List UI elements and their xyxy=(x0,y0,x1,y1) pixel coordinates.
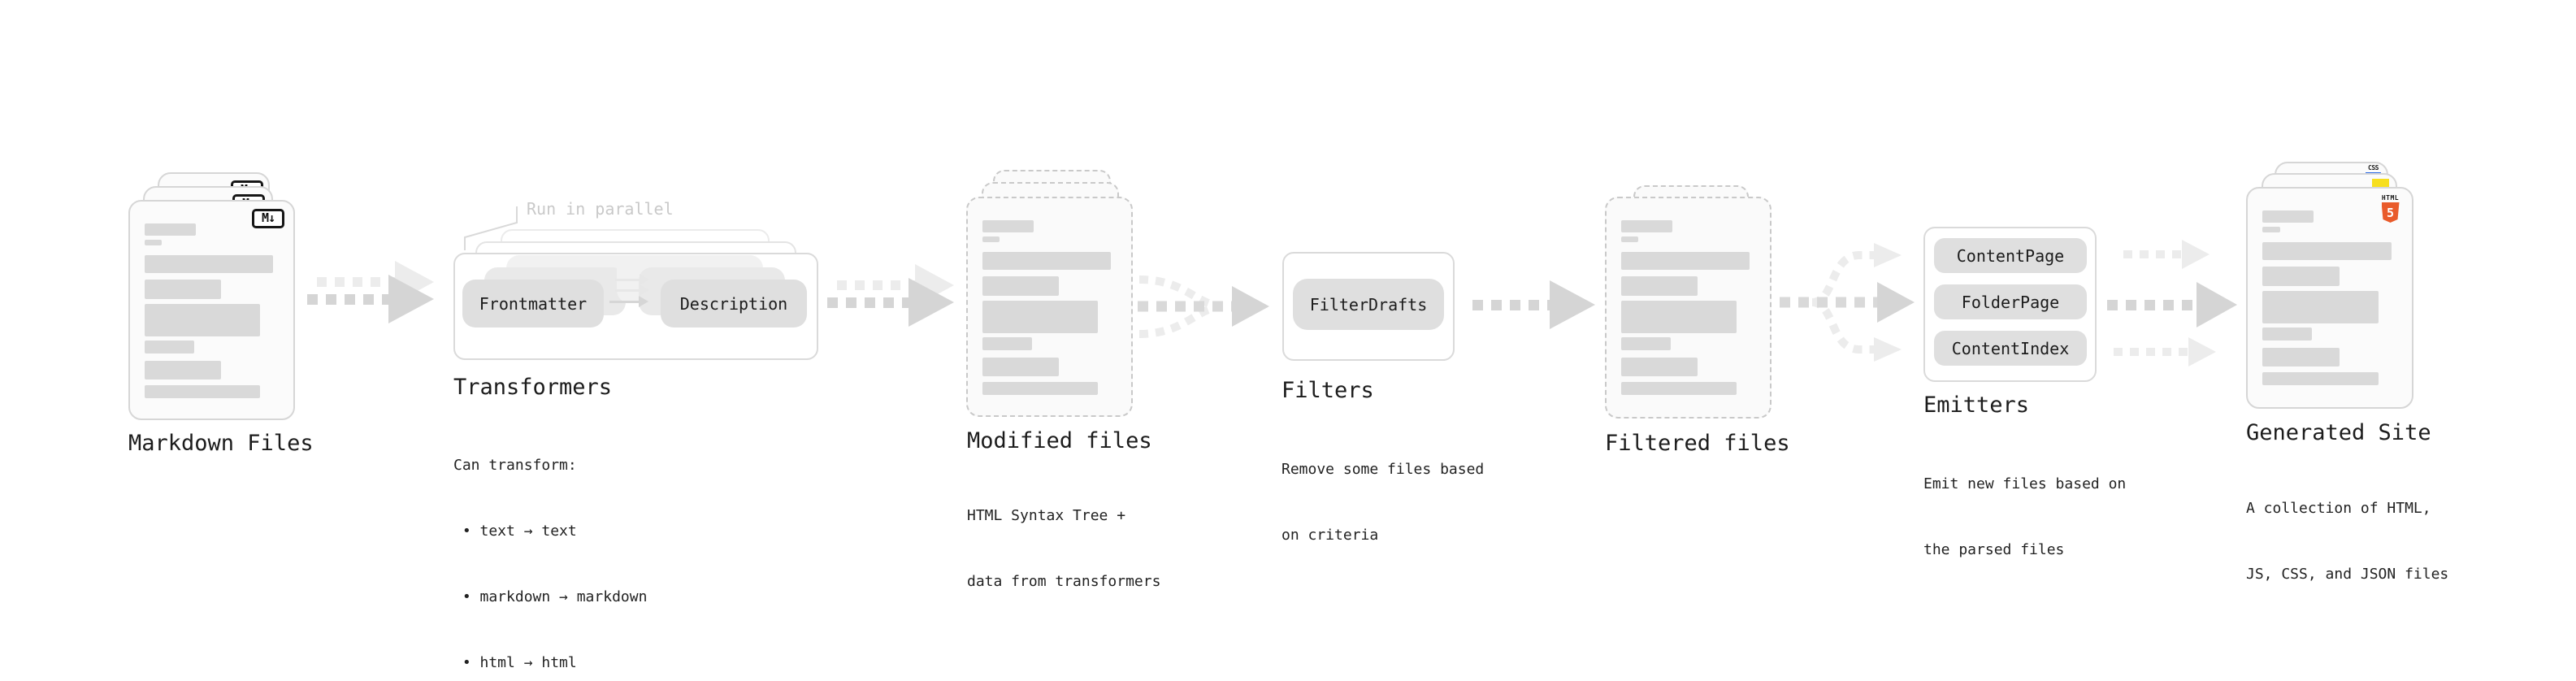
arrow-filtered-to-emitters-fan-out xyxy=(1780,243,1915,362)
modified-file-tab-middle xyxy=(982,182,1119,198)
modified-file-card-front xyxy=(966,197,1133,417)
file-content-bars xyxy=(2262,210,2397,385)
html5-icon: HTML 5 xyxy=(2381,194,2400,223)
transformers-description: Can transform: • text → text • markdown … xyxy=(453,457,648,671)
stage-label-modified-files: Modified files xyxy=(967,428,1152,453)
file-content-bars xyxy=(1621,220,1755,395)
stage-label-filters: Filters xyxy=(1281,378,1374,403)
mini-arrow-icon xyxy=(615,273,649,286)
annotation-connector-line xyxy=(464,206,518,250)
stage-label-emitters: Emitters xyxy=(1923,393,2030,418)
dashed-arrow-icon xyxy=(2123,240,2210,269)
dashed-arrow-icon xyxy=(827,278,954,327)
javascript-icon xyxy=(2372,179,2389,188)
stage-label-filtered-files: Filtered files xyxy=(1605,431,1790,456)
file-content-bars xyxy=(145,223,279,398)
dashed-arrow-icon xyxy=(2107,282,2237,327)
filters-description: Remove some files based on criteria xyxy=(1281,461,1485,544)
filter-pill-filterdrafts: FilterDrafts xyxy=(1293,279,1444,330)
run-in-parallel-annotation: Run in parallel xyxy=(527,199,674,219)
mini-arrow-icon xyxy=(609,295,648,308)
filtered-file-card-front xyxy=(1605,197,1772,419)
file-content-bars xyxy=(982,220,1117,395)
dashed-arrow-icon xyxy=(307,275,434,323)
stage-label-transformers: Transformers xyxy=(453,375,613,400)
modified-files-description: HTML Syntax Tree + data from transformer… xyxy=(967,507,1161,590)
generated-site-description: A collection of HTML, JS, CSS, and JSON … xyxy=(2246,500,2449,583)
generated-file-card-front: HTML 5 xyxy=(2246,187,2413,409)
emitter-pill-contentpage: ContentPage xyxy=(1934,238,2087,273)
emitters-description: Emit new files based on the parsed files xyxy=(1923,475,2127,558)
transformer-pill-frontmatter: Frontmatter xyxy=(462,280,604,327)
transformer-pill-description: Description xyxy=(661,280,807,327)
mini-arrow-icon xyxy=(615,284,649,297)
dashed-arrow-icon xyxy=(2114,337,2216,367)
modified-file-tab-back xyxy=(993,170,1111,184)
markdown-icon: M↓ xyxy=(252,209,284,228)
emitter-pill-contentindex: ContentIndex xyxy=(1934,331,2087,366)
stage-label-markdown-files: Markdown Files xyxy=(128,431,314,456)
emitter-pill-folderpage: FolderPage xyxy=(1934,284,2087,319)
stage-label-generated-site: Generated Site xyxy=(2246,420,2431,445)
arrow-filters-to-filtered xyxy=(1472,280,1595,329)
arrow-modified-to-filters-fan-in xyxy=(1138,275,1269,338)
markdown-file-card-front: M↓ xyxy=(128,200,295,420)
filtered-file-tab-back xyxy=(1633,185,1749,198)
